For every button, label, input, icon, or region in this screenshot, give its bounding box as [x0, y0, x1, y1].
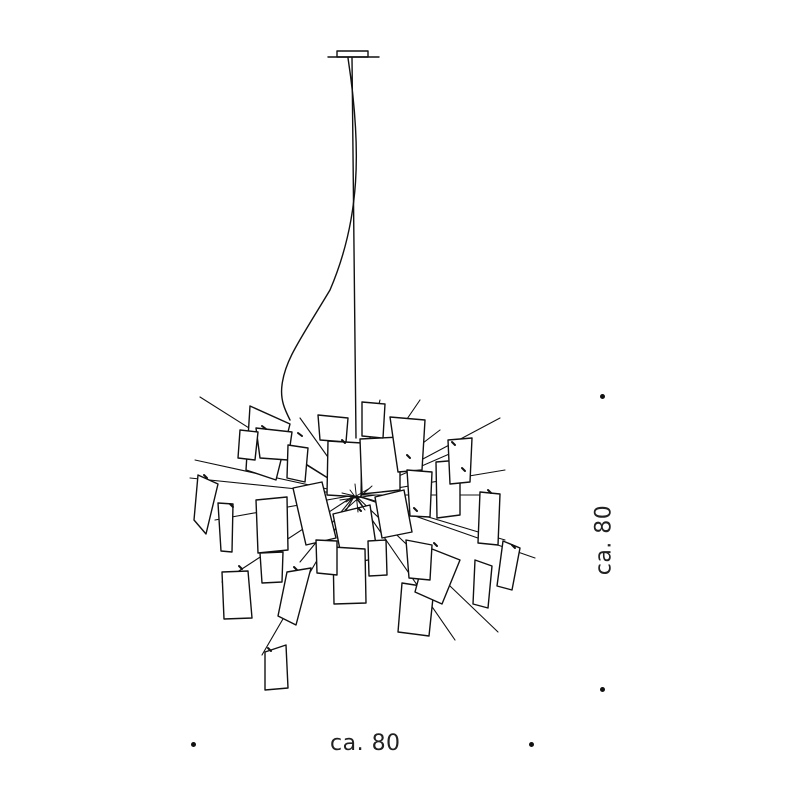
paper-leaf	[264, 644, 289, 691]
paper-leaf	[326, 440, 363, 498]
height-dimension-bottom-dot	[600, 687, 605, 692]
paper-leaf	[217, 502, 234, 553]
paper-leaf	[277, 567, 312, 626]
paper-leaf	[292, 481, 337, 546]
power-cable	[280, 57, 358, 421]
width-dimension-label: ca. 80	[330, 731, 401, 756]
paper-leaf	[472, 559, 493, 609]
paper-leaf	[259, 551, 284, 584]
paper-leaf	[221, 570, 253, 620]
width-dimension-end-dot	[529, 742, 534, 747]
paper-leaf	[255, 427, 293, 461]
height-dimension-top-dot	[600, 394, 605, 399]
width-dimension-start-dot	[191, 742, 196, 747]
paper-leaf	[361, 401, 386, 439]
paper-leaf	[406, 469, 433, 518]
paper-leaf	[193, 474, 219, 535]
ceiling-canopy	[327, 50, 380, 58]
paper-leaf	[389, 416, 426, 473]
paper-leaf	[359, 436, 401, 495]
paper-leaf	[405, 539, 433, 581]
paper-leaf	[286, 444, 309, 483]
paper-leaf	[255, 496, 289, 554]
paper-leaf	[447, 437, 473, 485]
paper-leaf	[317, 414, 349, 443]
paper-leaf	[332, 546, 367, 605]
paper-leaf	[367, 539, 388, 577]
clip-marks	[203, 425, 516, 652]
center-hub	[339, 483, 377, 513]
paper-leaf	[477, 491, 501, 546]
suspension-rod	[351, 57, 357, 439]
paper-leaf	[374, 489, 413, 539]
paper-leaf	[237, 429, 259, 461]
height-dimension-label: ca. 80	[591, 504, 617, 576]
paper-leaf	[496, 540, 521, 591]
paper-leaf	[315, 539, 338, 576]
paper-leaves	[193, 401, 521, 691]
